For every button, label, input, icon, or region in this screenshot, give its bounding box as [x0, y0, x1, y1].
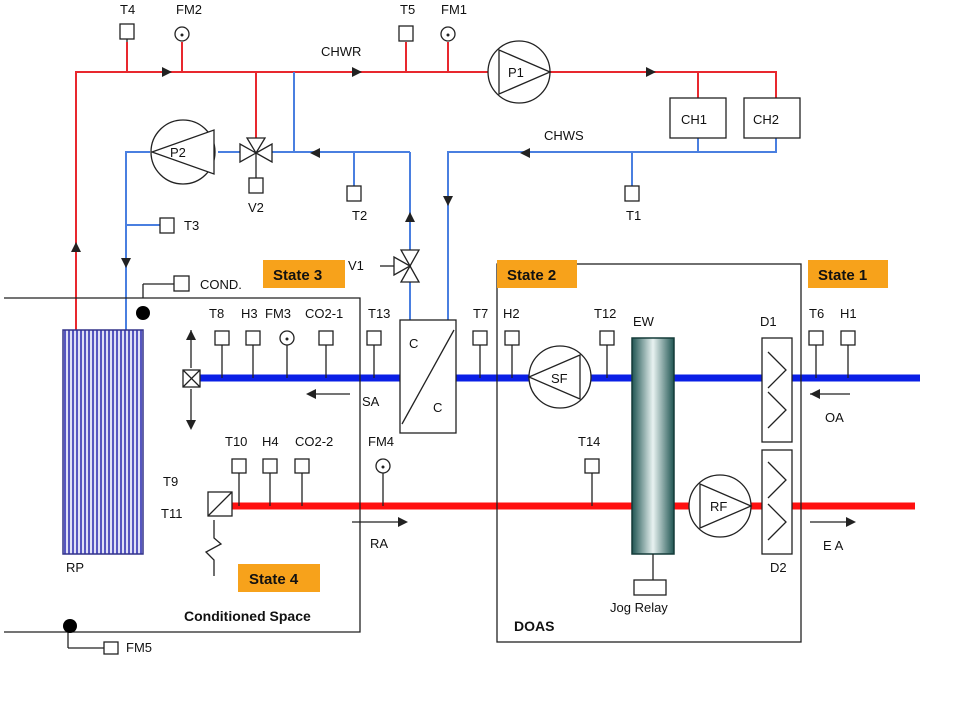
t2-sensor	[346, 185, 362, 202]
ra-label: RA	[370, 536, 388, 551]
supply-sensors	[214, 330, 856, 378]
cond-label: COND.	[200, 277, 242, 292]
oa-arrow-icon	[810, 389, 820, 399]
flow-arrow-icon	[405, 212, 415, 222]
fm5-sensor	[103, 641, 119, 655]
cond-dot	[136, 306, 150, 320]
t5-label: T5	[400, 2, 415, 17]
chwr-piping	[71, 42, 777, 330]
return-sensors	[231, 458, 600, 506]
valve-v1-icon	[393, 249, 421, 283]
t9-label: T9	[163, 474, 178, 489]
rp-label: RP	[66, 560, 84, 575]
sf-label: SF	[551, 371, 568, 386]
t10-label: T10	[225, 434, 247, 449]
t7-label: T7	[473, 306, 488, 321]
flow-arrow-icon	[352, 67, 362, 77]
fm4-label: FM4	[368, 434, 394, 449]
t3-sensor	[159, 217, 175, 234]
flow-arrow-icon	[121, 258, 131, 268]
flow-arrow-icon	[646, 67, 656, 77]
state3-badge	[263, 260, 345, 288]
d2-label: D2	[770, 560, 787, 575]
sa-arrow-icon	[306, 389, 316, 399]
flow-arrow-icon	[443, 196, 453, 206]
coil-bottom-label: C	[433, 400, 442, 415]
co2-2-label: CO2-2	[295, 434, 333, 449]
t6-label: T6	[809, 306, 824, 321]
chiller-ch2	[743, 97, 801, 139]
state2-label: State 2	[507, 267, 556, 284]
t13-label: T13	[368, 306, 390, 321]
ea-label: E A	[823, 538, 844, 553]
jog-relay-label: Jog Relay	[610, 600, 668, 615]
state2-badge	[497, 260, 577, 288]
t8-label: T8	[209, 306, 224, 321]
t4-sensor	[119, 23, 135, 40]
h2-label: H2	[503, 306, 520, 321]
state1-badge	[808, 260, 888, 288]
v2-actuator	[248, 177, 264, 194]
chwr-label: CHWR	[321, 44, 361, 59]
junction-dot	[63, 619, 77, 633]
jog-relay-box	[633, 579, 667, 596]
co2-1-label: CO2-1	[305, 306, 343, 321]
fm2-label: FM2	[176, 2, 202, 17]
h3-label: H3	[241, 306, 258, 321]
flow-arrow-icon	[162, 67, 172, 77]
h4-label: H4	[262, 434, 279, 449]
ea-arrow-icon	[846, 517, 856, 527]
flow-arrow-icon	[310, 148, 320, 158]
coil-top-label: C	[409, 336, 418, 351]
conditioned-space-boundary	[4, 297, 361, 633]
ch2-label: CH2	[753, 112, 779, 127]
p2-label: P2	[170, 145, 186, 160]
chiller-ch1	[669, 97, 727, 139]
state3-label: State 3	[273, 267, 322, 284]
state1-label: State 1	[818, 267, 867, 284]
valve-v2-icon	[239, 137, 273, 164]
damper-d1-icon	[761, 337, 793, 443]
v1-label: V1	[348, 258, 364, 273]
rf-label: RF	[710, 499, 727, 514]
ra-arrow-icon	[398, 517, 408, 527]
chws-label: CHWS	[544, 128, 584, 143]
ew-label: EW	[633, 314, 655, 329]
d1-label: D1	[760, 314, 777, 329]
cond-sensor	[173, 275, 190, 292]
oa-label: OA	[825, 410, 844, 425]
lightning-icon	[204, 520, 223, 576]
sa-label: SA	[362, 394, 380, 409]
fm1-label: FM1	[441, 2, 467, 17]
flow-arrow-icon	[71, 242, 81, 252]
energy-wheel	[631, 337, 675, 555]
t11-label: T11	[161, 506, 182, 521]
flow-arrow-icon	[520, 148, 530, 158]
state4-badge	[238, 564, 320, 592]
t1-label: T1	[626, 208, 641, 223]
conditioned-space-label: Conditioned Space	[184, 608, 311, 624]
fm5-label: FM5	[126, 640, 152, 655]
state4-label: State 4	[249, 571, 299, 588]
t1-sensor	[624, 185, 640, 202]
t4-label: T4	[120, 2, 135, 17]
t14-label: T14	[578, 434, 600, 449]
p1-label: P1	[508, 65, 524, 80]
doas-label: DOAS	[514, 618, 554, 634]
fm3-label: FM3	[265, 306, 291, 321]
t12-label: T12	[594, 306, 616, 321]
doas-enclosure	[496, 263, 802, 643]
v2-label: V2	[248, 200, 264, 215]
t2-label: T2	[352, 208, 367, 223]
h1-label: H1	[840, 306, 857, 321]
t3-label: T3	[184, 218, 199, 233]
damper-d2-icon	[761, 449, 793, 555]
ch1-label: CH1	[681, 112, 707, 127]
radiant-panel	[62, 329, 144, 555]
t5-sensor	[398, 25, 414, 42]
